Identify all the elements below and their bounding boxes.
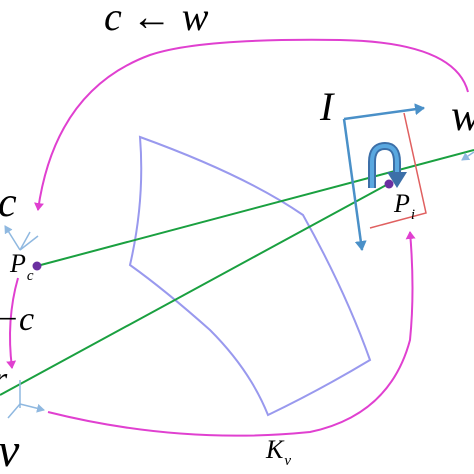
edge-r-label: r	[0, 361, 8, 398]
transform-title: c ← w	[104, 0, 209, 39]
camera-axis-2	[19, 235, 39, 251]
camera-axis-3	[19, 231, 31, 251]
arc-world-to-camera	[34, 38, 469, 211]
view-frame-label: v	[0, 424, 20, 474]
view-axis-3	[7, 403, 21, 419]
camera-frame-label: c	[0, 180, 17, 226]
ray-view-to-image	[0, 182, 391, 396]
camera-axis-1	[4, 225, 21, 251]
image-plane-label: I	[319, 84, 335, 129]
point-image-label: Pi	[393, 189, 415, 223]
point-camera-dot	[32, 261, 42, 271]
point-camera-label: Pc	[9, 249, 34, 284]
image-border	[369, 112, 427, 229]
image-axis-x	[343, 103, 425, 121]
ray-camera-to-world	[36, 149, 474, 267]
curved-surface	[128, 135, 372, 417]
point-image-dot	[384, 179, 394, 189]
matrix-label: Kv	[265, 435, 291, 469]
image-axis-y	[342, 118, 367, 251]
u-turn-arrowhead	[387, 172, 407, 188]
arc-view-to-image	[47, 231, 416, 437]
world-axis-1	[461, 151, 474, 161]
arc-camera-to-view	[6, 277, 19, 369]
view-axis-2	[19, 403, 45, 413]
world-frame-label: w	[451, 91, 474, 140]
minus-c-label: −c	[0, 301, 34, 338]
